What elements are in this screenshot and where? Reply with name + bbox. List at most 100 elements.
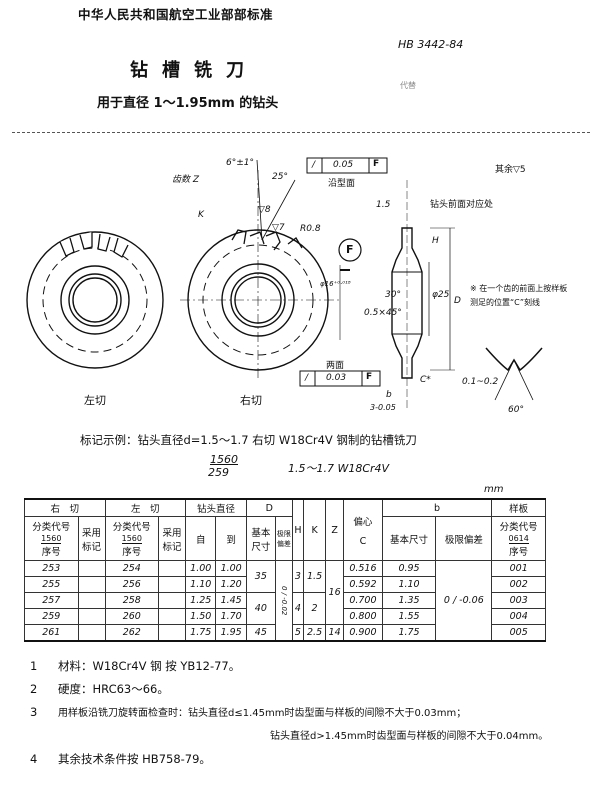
right-serial: 253 [24, 560, 79, 577]
left-serial: 254 [104, 560, 160, 577]
left-cutter-view [26, 231, 164, 369]
right-adopted [77, 624, 106, 642]
marking-spec: 1.5～1.7 W18Cr4V [288, 462, 390, 475]
header-Z: Z [325, 498, 345, 561]
dia-from: 1.25 [185, 592, 217, 609]
header-left-cut: 左 切 [104, 498, 187, 517]
tol-profile-symbol: / [312, 160, 316, 170]
tip-range-label: 0.1~0.2 [462, 377, 499, 387]
dia-to: 1.20 [215, 576, 247, 593]
b-deviation: 0 / -0.06 [435, 560, 493, 642]
tip-angle-label: 60° [508, 405, 524, 415]
template-serial: 001 [491, 560, 546, 577]
marking-denominator: 259 [208, 466, 229, 479]
issuing-organization: 中华人民共和国航空工业部部标准 [78, 7, 274, 22]
right-adopted [77, 560, 106, 577]
rest-roughness: 其余▽5 [495, 165, 526, 175]
D-deviation: 0 / -0.02 [274, 560, 293, 642]
left-adopted [158, 608, 187, 625]
left-adopted [158, 560, 187, 577]
D-basic: 40 [245, 592, 276, 625]
C-value: 0.592 [343, 576, 383, 593]
header-right-cut: 右 切 [24, 498, 106, 517]
right-cut-label: 右切 [240, 394, 262, 407]
right-serial: 261 [24, 624, 79, 642]
standard-code: HB 3442-84 [398, 38, 464, 51]
header-D-basic: 基本尺寸 [245, 516, 276, 561]
header-b: b [381, 498, 493, 517]
serial-label: 序号 [122, 547, 142, 558]
template-serial: 004 [491, 608, 546, 625]
b-label: b [386, 390, 392, 400]
note-item: 2 硬度：HRC63～66。 [30, 678, 548, 701]
left-serial: 262 [104, 624, 160, 642]
H-value: 3 [291, 560, 305, 593]
header-to: 到 [215, 516, 247, 561]
C-value: 0.900 [343, 624, 383, 642]
teeth-count-label: 齿数 Z [172, 175, 200, 185]
D-basic: 45 [245, 624, 276, 642]
header-left-adopted: 采用标记 [158, 516, 187, 561]
phi25-label: φ25 [432, 290, 450, 300]
roughness-7-label: ▽7 [272, 223, 285, 233]
tol-profile-caption: 沿型面 [328, 179, 356, 189]
Z-value: 14 [325, 624, 345, 642]
header-drill-dia: 钻头直径 [185, 498, 247, 517]
class-code-label: 分类代号 [499, 522, 538, 533]
replace-mark: 代替 [400, 81, 416, 90]
code-1560: 1560 [121, 534, 142, 544]
drill-front-note: 钻头前面对应处 [430, 200, 494, 210]
tol-faces-caption: 两面 [326, 361, 345, 371]
serial-label: 序号 [509, 547, 529, 558]
datum-f-label: F [346, 243, 354, 256]
c-col-label: C [359, 535, 367, 547]
note-text: 其余技术条件按 HB758-79。 [58, 752, 211, 766]
dia-to: 1.45 [215, 592, 247, 609]
b-basic: 1.75 [381, 624, 437, 642]
tol-profile-value: 0.05 [333, 160, 354, 170]
Z-value: 16 [325, 560, 345, 625]
left-adopted [158, 624, 187, 642]
note-number: 2 [30, 682, 38, 696]
right-serial: 255 [24, 576, 79, 593]
bore-label: φ16⁺⁰·⁰¹⁸ [320, 280, 351, 288]
right-adopted [77, 608, 106, 625]
h-label: H [432, 236, 439, 246]
b-basic: 1.10 [381, 576, 437, 593]
dim-1-5: 1.5 [376, 200, 391, 210]
b-basic: 1.35 [381, 592, 437, 609]
note-text: 材料：W18Cr4V 钢 按 YB12-77。 [58, 659, 241, 673]
note-text: 硬度：HRC63～66。 [58, 682, 169, 696]
note-number: 3 [30, 705, 38, 719]
tooth-profile-detail [485, 347, 543, 372]
C-value: 0.516 [343, 560, 383, 577]
template-serial: 003 [491, 592, 546, 609]
marking-example: 标记示例：钻头直径d=1.5～1.7 右切 W18Cr4V 钢制的钻槽铣刀 [80, 433, 417, 447]
right-serial: 259 [24, 608, 79, 625]
b-basic: 1.55 [381, 608, 437, 625]
left-serial: 258 [104, 592, 160, 609]
H-value: 4 [291, 592, 305, 625]
k-label: K [198, 210, 204, 220]
dia-from: 1.50 [185, 608, 217, 625]
roughness-8-label: ▽8 [258, 205, 271, 215]
C-value: 0.700 [343, 592, 383, 609]
marking-numerator: 1560 [210, 453, 238, 466]
dia-from: 1.10 [185, 576, 217, 593]
H-value: 5 [291, 624, 305, 642]
dia-from: 1.75 [185, 624, 217, 642]
tol-faces-symbol: / [305, 373, 309, 383]
header-b-basic: 基本尺寸 [381, 516, 437, 561]
D-basic: 35 [245, 560, 276, 593]
radius-label: R0.8 [300, 224, 321, 234]
c-label: C* [420, 375, 431, 385]
